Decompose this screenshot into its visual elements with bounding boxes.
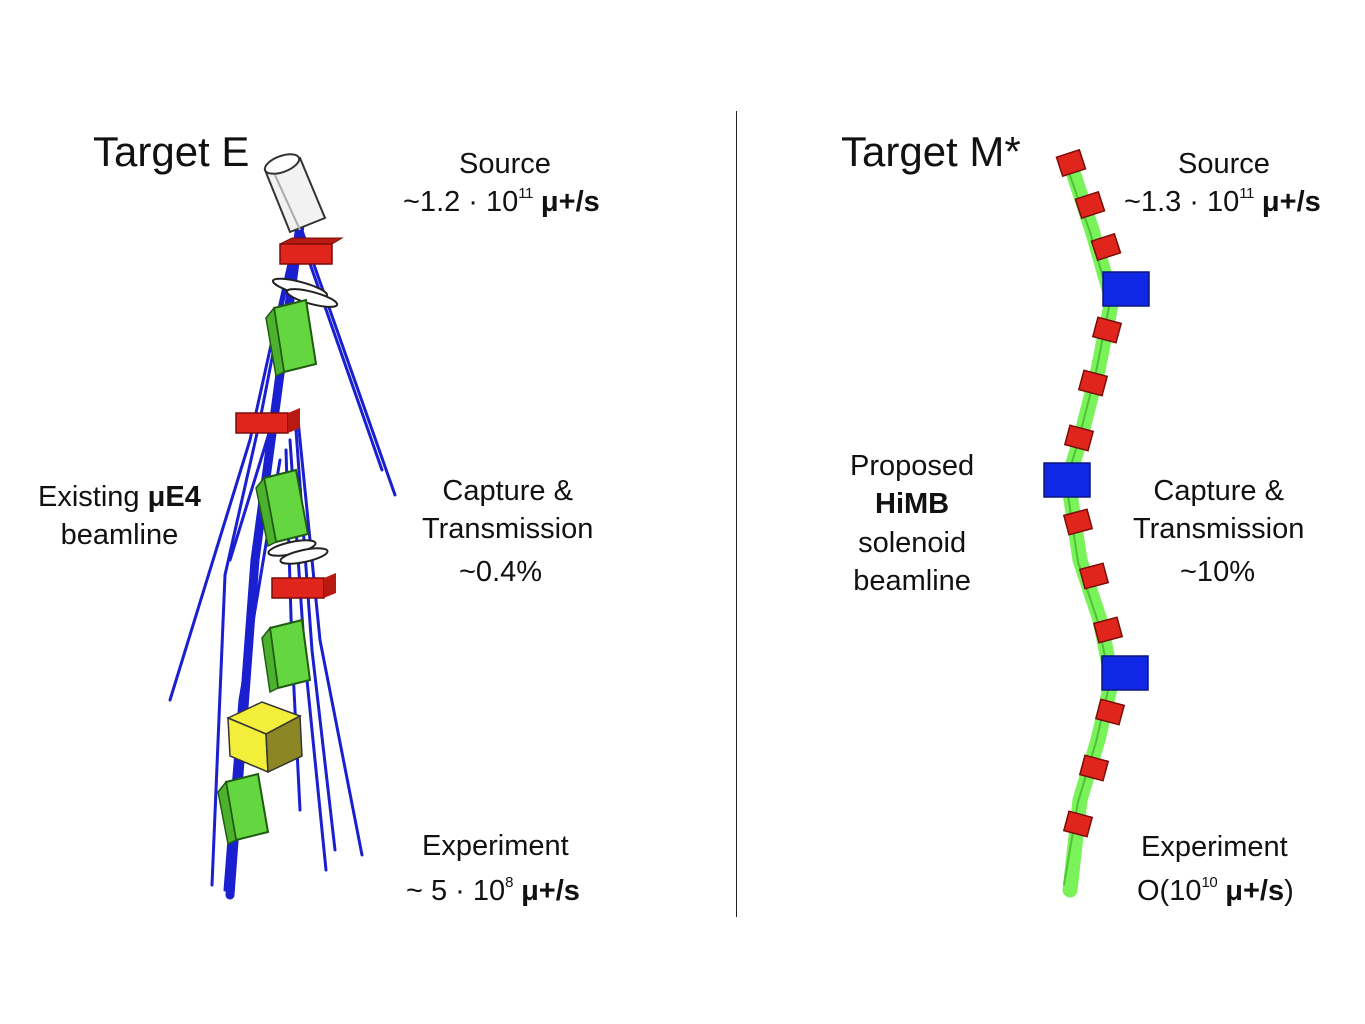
blue-dipole-icon xyxy=(1043,462,1091,498)
red-solenoid-icon xyxy=(1062,810,1094,838)
red-solenoid-icon xyxy=(1078,562,1110,590)
red-magnet-icon xyxy=(271,573,336,599)
target-cylinder-icon xyxy=(263,153,327,234)
m-source-rate-unit: μ+/s xyxy=(1261,186,1321,218)
target-e-experiment-label: Experiment xyxy=(422,830,569,862)
himb-beamline xyxy=(1043,148,1150,898)
source-rate-prefix: ~1.2 · 10 xyxy=(403,186,519,218)
green-quadrupole-icon xyxy=(261,618,312,694)
red-solenoid-icon xyxy=(1062,508,1094,536)
existing-beamline-line2: beamline xyxy=(60,519,179,552)
red-magnet-icon xyxy=(235,408,300,434)
proposed-line4: beamline xyxy=(853,564,971,597)
m-experiment-rate-suffix: ) xyxy=(1284,875,1294,907)
panel-divider xyxy=(736,111,737,917)
beamline-name: μE4 xyxy=(147,481,201,513)
separator-ring-icon xyxy=(271,277,339,308)
m-capture-label-line1: Capture & xyxy=(1153,475,1284,507)
target-e-capture-value: ~0.4% xyxy=(459,556,543,588)
capture-label-line2: Transmission xyxy=(422,513,594,546)
existing-beamline-line1: Existing μE4 xyxy=(38,478,201,516)
green-quadrupole-icon xyxy=(217,772,270,846)
separator-ring-icon xyxy=(267,539,329,565)
target-m-title: Target M* xyxy=(841,128,1021,175)
red-magnet-icon xyxy=(279,237,344,265)
blue-dipole-icon xyxy=(1102,271,1150,307)
m-capture-label-line2: Transmission xyxy=(1133,513,1305,546)
red-solenoid-icon xyxy=(1090,232,1122,262)
m-source-rate-prefix: ~1.3 · 10 xyxy=(1124,186,1240,218)
green-quadrupole-icon xyxy=(265,298,318,378)
ue4-beamline xyxy=(168,153,397,900)
red-solenoid-icon xyxy=(1094,698,1126,726)
capture-label-line1: Capture & xyxy=(442,475,573,507)
source-rate-exponent: 11 xyxy=(518,185,533,203)
proposed-line1: Proposed xyxy=(850,450,975,482)
red-solenoid-icon xyxy=(1063,424,1095,452)
experiment-rate-unit: μ+/s xyxy=(521,875,580,907)
m-experiment-rate-unit: μ+/s xyxy=(1225,875,1285,907)
existing-beamline-label: Existing μE4 beamline xyxy=(38,478,201,555)
experiment-rate-exponent: 8 xyxy=(505,874,513,892)
red-solenoid-icon xyxy=(1092,616,1124,644)
blue-dipole-icon xyxy=(1101,655,1149,691)
target-e-capture-label: Capture & Transmission xyxy=(422,472,593,549)
red-solenoid-icon xyxy=(1074,190,1106,220)
target-m-source-label: Source xyxy=(1178,148,1270,180)
proposed-line3: solenoid xyxy=(858,526,967,559)
target-e-source-rate: ~1.2 · 1011 μ+/s xyxy=(403,185,600,218)
m-source-rate-exponent: 11 xyxy=(1239,185,1254,203)
red-solenoid-icon xyxy=(1091,316,1123,344)
target-m-capture-value: ~10% xyxy=(1180,556,1255,588)
target-m-source-rate: ~1.3 · 1011 μ+/s xyxy=(1124,185,1321,218)
target-e-source-label: Source xyxy=(459,148,551,180)
red-solenoid-icon xyxy=(1055,148,1087,178)
yellow-dipole-icon xyxy=(226,701,303,774)
target-e-title: Target E xyxy=(93,128,250,175)
proposed-line2: HiMB xyxy=(850,485,974,523)
experiment-rate-prefix: ~ 5 · 10 xyxy=(406,875,506,907)
red-solenoid-icon xyxy=(1078,754,1110,782)
existing-word: Existing xyxy=(38,481,148,513)
himb-name: HiMB xyxy=(875,488,950,521)
target-m-experiment-label: Experiment xyxy=(1141,831,1288,863)
m-experiment-rate-exponent: 10 xyxy=(1201,874,1218,892)
source-rate-unit: μ+/s xyxy=(540,186,600,218)
proposed-beamline-label: Proposed HiMB solenoid beamline xyxy=(850,447,974,600)
target-e-experiment-rate: ~ 5 · 108 μ+/s xyxy=(406,874,580,907)
target-m-experiment-rate: O(1010 μ+/s) xyxy=(1137,874,1294,907)
red-solenoid-icon xyxy=(1077,369,1109,397)
m-experiment-rate-prefix: O(10 xyxy=(1137,875,1202,907)
target-m-capture-label: Capture & Transmission xyxy=(1133,472,1304,549)
green-quadrupole-icon xyxy=(255,468,310,548)
